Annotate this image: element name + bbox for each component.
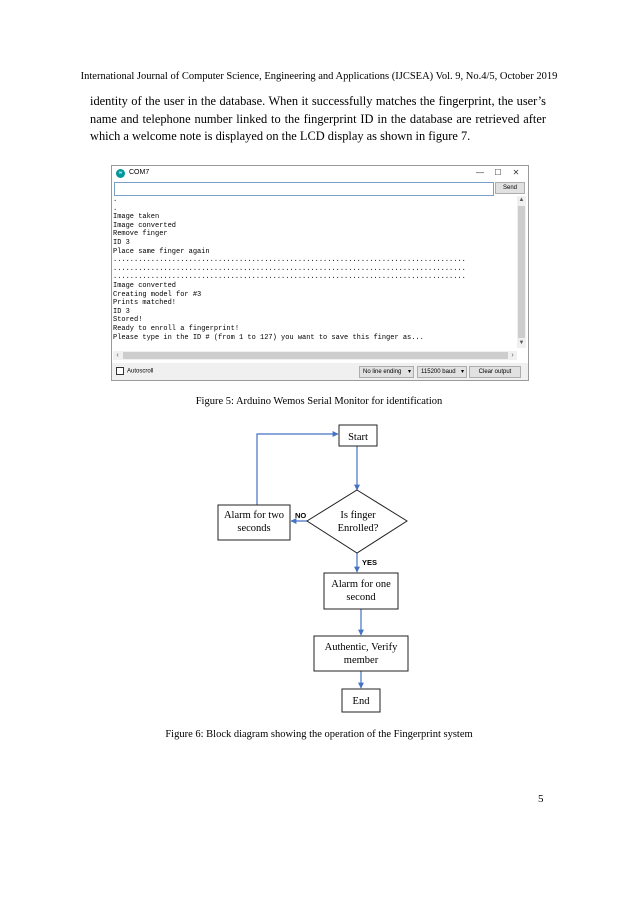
bottom-bar: Autoscroll No line ending ▾ 115200 baud …	[112, 363, 528, 380]
figure6-caption: Figure 6: Block diagram showing the oper…	[165, 729, 473, 740]
decision-node	[306, 489, 408, 554]
send-input[interactable]	[114, 182, 494, 196]
chevron-down-icon: ▾	[407, 369, 411, 375]
page-number: 5	[538, 793, 544, 805]
serial-output-line: Prints matched!	[113, 299, 177, 308]
serial-output-line: Please type in the ID # (from 1 to 127) …	[113, 333, 424, 342]
serial-output-line: Image taken	[113, 213, 160, 222]
minimize-icon[interactable]: —	[476, 168, 484, 177]
maximize-icon[interactable]: ☐	[494, 168, 502, 177]
horizontal-scrollbar[interactable]: ‹ ›	[113, 351, 517, 360]
end-label: End	[353, 696, 371, 707]
send-button[interactable]: Send	[495, 182, 525, 194]
serial-output-line: Place same finger again	[113, 247, 210, 256]
line-ending-value: No line ending	[363, 369, 402, 375]
figure5-caption: Figure 5: Arduino Wemos Serial Monitor f…	[195, 396, 443, 407]
arduino-icon: ∞	[116, 169, 125, 178]
serial-output-line: ID 3	[113, 238, 130, 247]
send-row: Send	[114, 182, 525, 196]
vertical-scrollbar[interactable]: ▲ ▼	[517, 196, 526, 348]
clear-output-button[interactable]: Clear output	[469, 366, 521, 378]
serial-output-line: ........................................…	[113, 256, 466, 265]
yes-label: YES	[362, 558, 377, 567]
alarm-two-label-1: Alarm for two	[224, 510, 284, 521]
baud-select[interactable]: 115200 baud ▾	[417, 366, 467, 378]
alarm-one-label-1: Alarm for one	[331, 579, 391, 590]
serial-output-line: .	[113, 196, 118, 204]
serial-output-line: Image converted	[113, 221, 177, 230]
verify-label-1: Authentic, Verify	[325, 642, 398, 653]
autoscroll-toggle[interactable]: Autoscroll	[116, 367, 153, 375]
serial-output-line: Ready to enroll a fingerprint!	[113, 324, 240, 333]
decision-label-1: Is finger	[340, 510, 376, 521]
decision-label-2: Enrolled?	[338, 523, 379, 534]
hscroll-thumb[interactable]	[123, 352, 508, 359]
alarm-one-label-2: second	[346, 592, 376, 603]
baud-value: 115200 baud	[421, 369, 456, 375]
verify-node	[313, 635, 409, 672]
scroll-left-icon[interactable]: ‹	[116, 352, 119, 359]
serial-output-line: Image converted	[113, 281, 177, 290]
serial-output-line: ........................................…	[113, 264, 466, 273]
end-node	[341, 688, 381, 713]
line-ending-select[interactable]: No line ending ▾	[359, 366, 414, 378]
serial-output-line: ID 3	[113, 307, 130, 316]
scroll-down-icon[interactable]: ▼	[518, 340, 525, 346]
window-titlebar: ∞ COM7 — ☐ ✕	[112, 166, 528, 180]
close-icon[interactable]: ✕	[512, 168, 520, 177]
verify-label-2: member	[344, 655, 379, 666]
scroll-right-icon[interactable]: ›	[511, 352, 514, 359]
autoscroll-checkbox[interactable]	[116, 367, 124, 375]
no-label: NO	[295, 511, 306, 520]
start-node	[338, 424, 378, 447]
scroll-thumb[interactable]	[518, 206, 525, 338]
arrow-alarm-two-to-start	[256, 431, 339, 508]
start-label: Start	[348, 432, 368, 443]
serial-output-line: .	[113, 204, 118, 213]
serial-output-line: Stored!	[113, 316, 143, 325]
window-title: COM7	[129, 169, 150, 176]
body-paragraph: identity of the user in the database. Wh…	[90, 94, 546, 144]
scroll-up-icon[interactable]: ▲	[518, 197, 525, 203]
alarm-two-label-2: seconds	[237, 523, 270, 534]
alarm-one-node	[323, 572, 399, 610]
serial-output-line: Remove finger	[113, 230, 168, 239]
alarm-two-node	[217, 504, 291, 541]
journal-header: International Journal of Computer Scienc…	[80, 71, 558, 82]
autoscroll-label: Autoscroll	[127, 368, 154, 375]
serial-output-line: Creating model for #3	[113, 290, 202, 299]
chevron-down-icon: ▾	[460, 369, 464, 375]
serial-output-line: ........................................…	[113, 273, 466, 282]
